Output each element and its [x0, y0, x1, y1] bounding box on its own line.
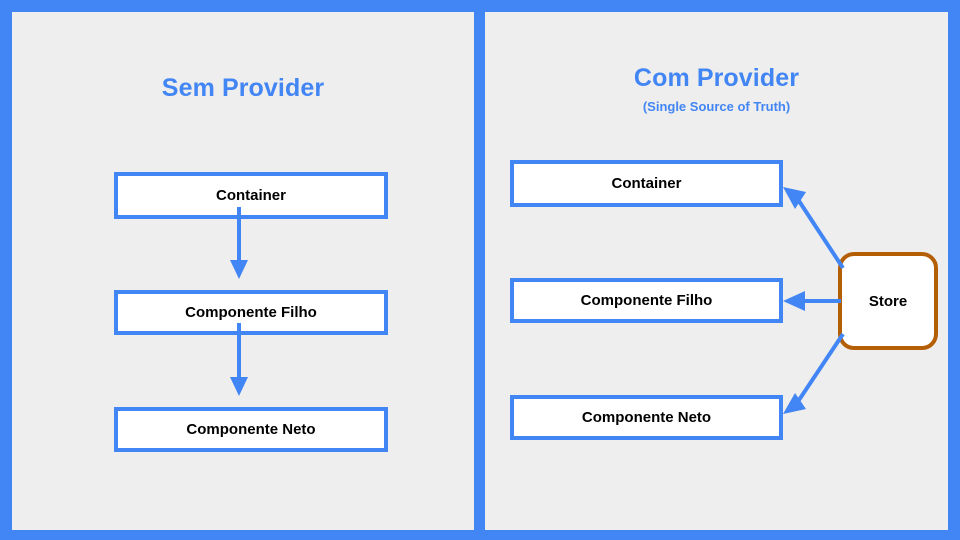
- node-label: Componente Filho: [185, 304, 317, 321]
- panel-title-com-provider: Com Provider: [633, 64, 800, 92]
- node-sem-provider-componente-filho[interactable]: Componente Filho: [114, 290, 388, 335]
- node-label: Container: [611, 175, 682, 192]
- panel-subtitle-com-provider: (Single Source of Truth): [642, 99, 791, 114]
- node-com-provider-container[interactable]: Container: [510, 160, 783, 207]
- node-label: Componente Neto: [186, 421, 316, 438]
- panel-title-sem-provider: Sem Provider: [161, 74, 325, 102]
- node-com-provider-componente-neto[interactable]: Componente Neto: [510, 395, 783, 440]
- node-label: Container: [215, 187, 286, 204]
- node-com-provider-store[interactable]: Store: [838, 252, 938, 350]
- node-label: Componente Filho: [580, 292, 713, 309]
- node-com-provider-componente-filho[interactable]: Componente Filho: [510, 278, 783, 323]
- node-label: Store: [868, 292, 908, 310]
- node-sem-provider-componente-neto[interactable]: Componente Neto: [114, 407, 388, 452]
- node-label: Componente Neto: [581, 409, 712, 426]
- panel-sem-provider: Sem Provider Container Componente Filho …: [12, 12, 474, 530]
- node-sem-provider-container[interactable]: Container: [114, 172, 388, 219]
